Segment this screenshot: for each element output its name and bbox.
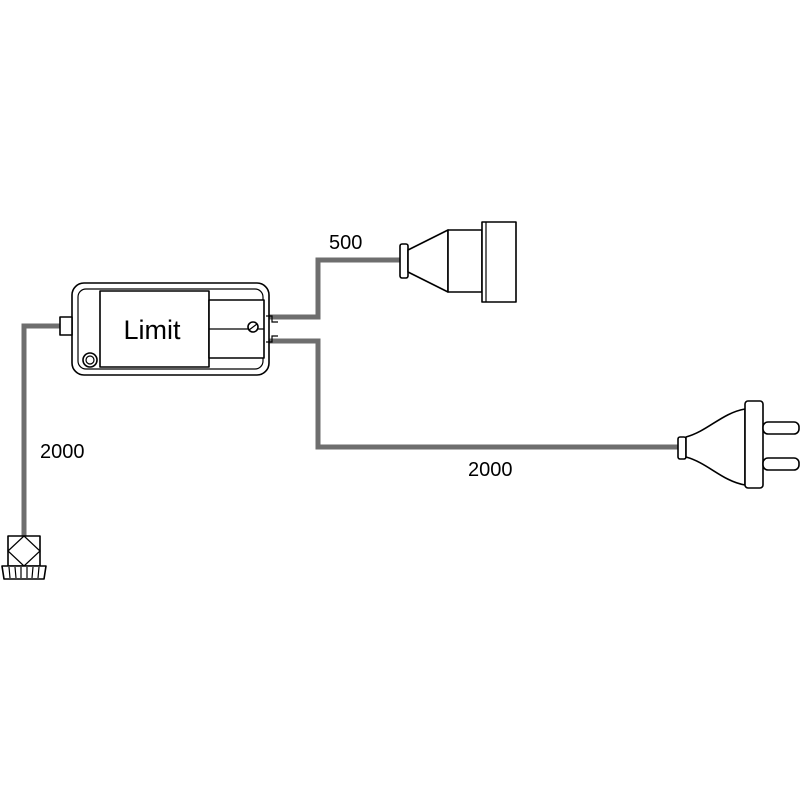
plug-cable-length: 2000 [468,459,513,481]
sensor-lens-icon [7,535,41,567]
plug-face [744,400,764,489]
plug-strain-relief [677,436,687,460]
output-cable-clamp [266,315,278,343]
socket-taper [407,229,449,293]
sensor-cable-length: 2000 [40,441,85,463]
euro-plug [677,400,800,489]
plug-pin-bottom [762,457,800,471]
control-unit-label-panel [99,290,210,368]
socket-connector [399,221,517,303]
socket-body [447,229,483,293]
plug-body [685,408,746,486]
led-indicator-icon [82,352,98,368]
sensor-head [1,535,47,580]
sensor-cable-gland [59,316,73,336]
led-indicator-inner [85,355,95,365]
sensor-base-ribs [8,566,40,579]
cable-to-plug [268,338,680,450]
sensor-head-base [1,565,47,580]
socket-collar [399,243,409,279]
plug-pin-top [762,421,800,435]
cable-to-sensor [21,323,62,536]
terminal-screw-slot [248,323,258,331]
socket-face [481,221,517,303]
control-unit-label: Limit [123,315,181,345]
control-unit: Limit [59,282,278,376]
socket-cable-length: 500 [329,232,362,254]
cable-to-socket [268,257,402,320]
sensor-head-cap [7,535,41,567]
